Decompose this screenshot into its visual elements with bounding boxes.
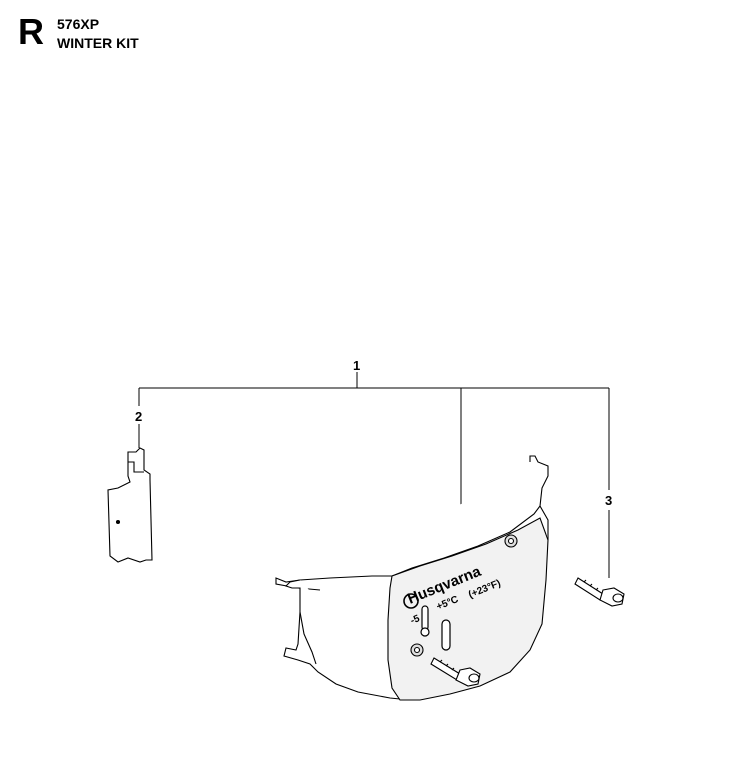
winter-cover [275, 455, 549, 701]
page-title: WINTER KIT [57, 35, 139, 51]
callout-2: 2 [135, 409, 143, 424]
model-number: 576XP [57, 16, 100, 32]
section-letter: R [18, 11, 44, 52]
insert-plate [107, 447, 153, 563]
thermometer-icon [420, 605, 451, 651]
callout-3: 3 [605, 493, 613, 508]
callout-1: 1 [353, 358, 361, 373]
screw-left [430, 657, 481, 687]
screw-right [574, 577, 625, 607]
mount-holes [410, 534, 518, 657]
